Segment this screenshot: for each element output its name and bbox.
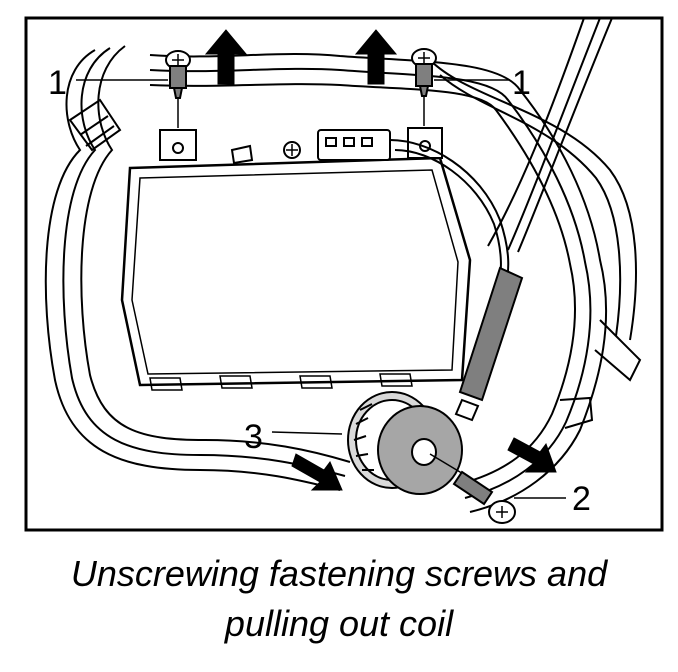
caption-line-2: pulling out coil <box>224 603 454 644</box>
fastening-screw-left <box>165 50 191 128</box>
arrow-up-left <box>204 29 248 85</box>
callout-1-left: 1 <box>48 64 67 102</box>
arrow-down-right-right <box>507 437 557 473</box>
pull-direction-arrows <box>204 29 557 491</box>
arrow-down-right-left <box>291 453 343 491</box>
electrical-connector <box>283 129 391 161</box>
callout-leaders <box>76 79 566 499</box>
antenna-coil <box>347 266 524 495</box>
caption-line-1: Unscrewing fastening screws and <box>71 553 608 594</box>
callout-2: 2 <box>572 480 591 518</box>
coil-screw <box>429 453 516 524</box>
callout-3: 3 <box>244 418 263 456</box>
control-unit-box <box>120 156 472 391</box>
callout-1-right: 1 <box>512 64 531 102</box>
arrow-up-right <box>354 29 398 85</box>
housing-outline <box>44 45 642 513</box>
fastening-screw-right <box>411 48 437 126</box>
mounting-tabs <box>159 127 443 161</box>
